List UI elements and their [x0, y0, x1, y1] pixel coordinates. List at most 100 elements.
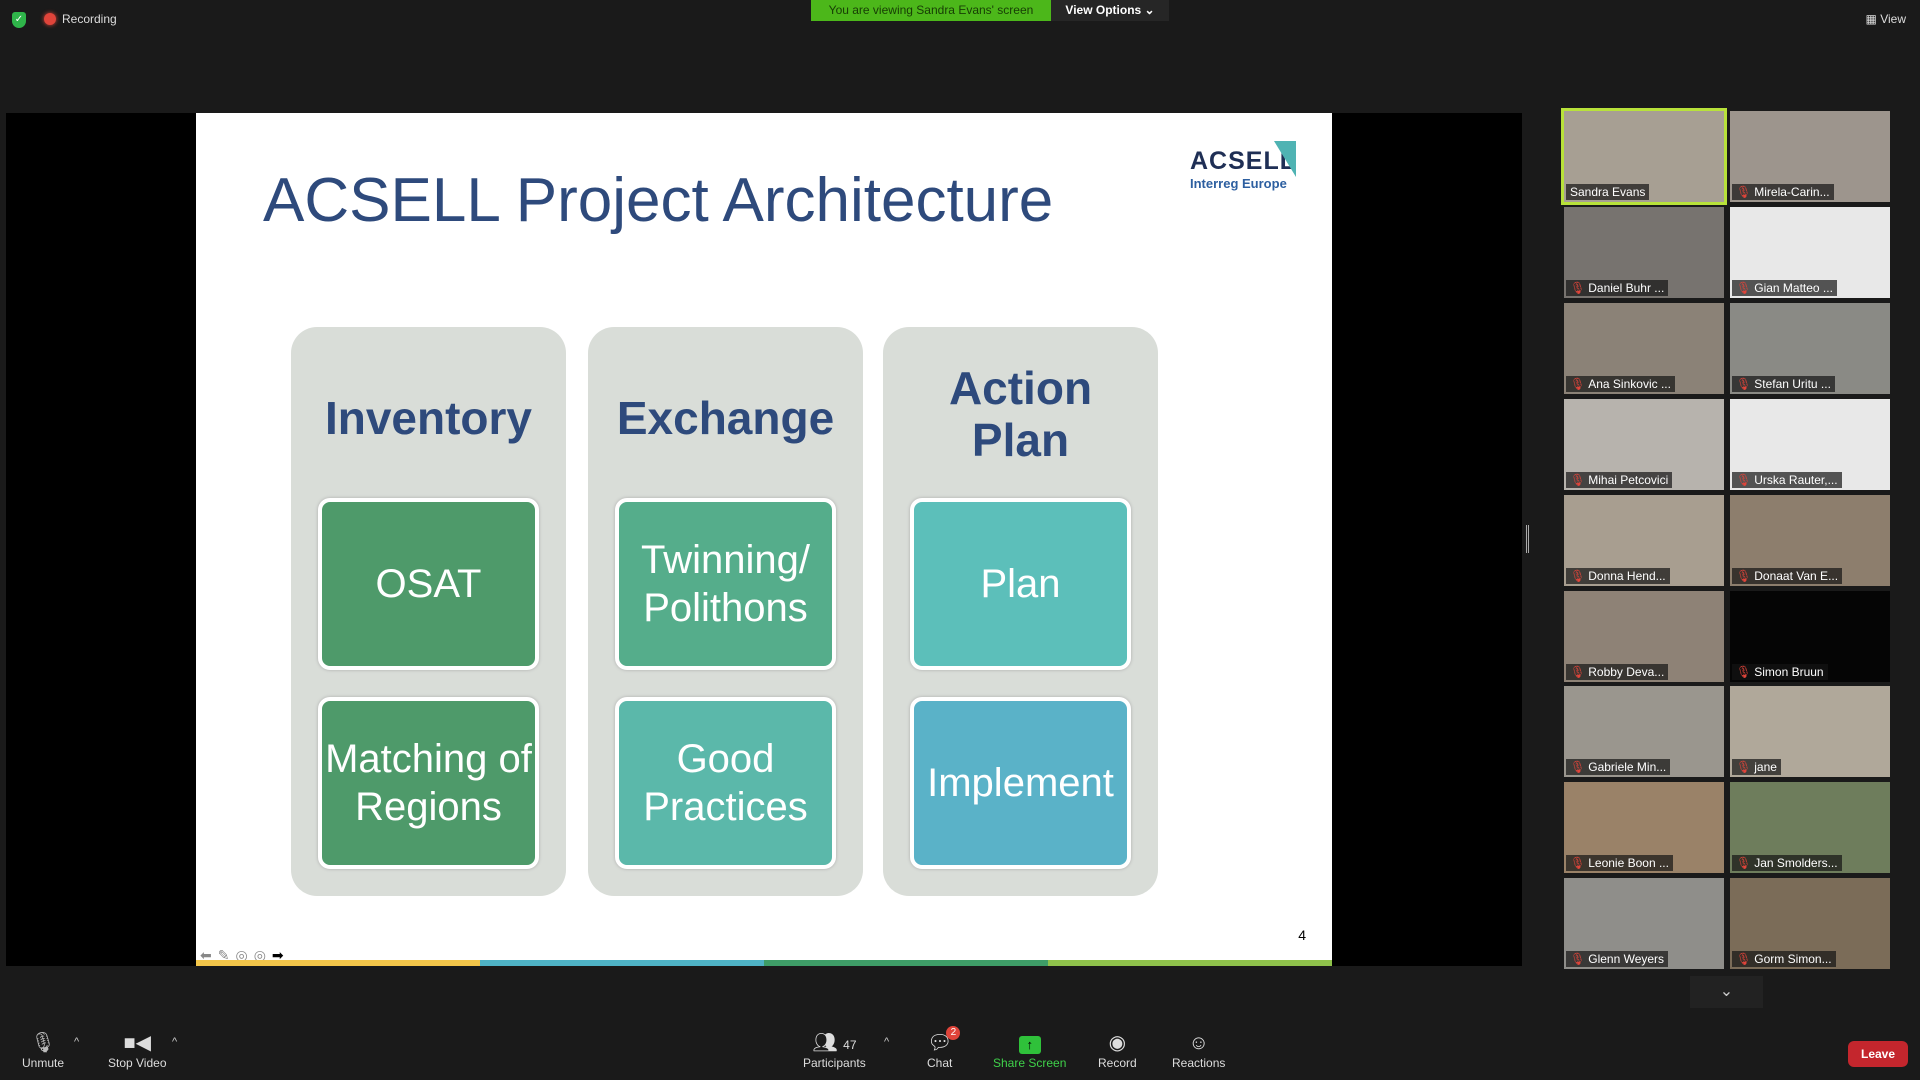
next-arrow-icon[interactable]: ➡ — [271, 947, 284, 963]
pen-icon[interactable]: ✎ — [217, 947, 230, 963]
participant-tile[interactable]: 🎙︎Stefan Uritu ... — [1730, 302, 1890, 394]
participant-tile[interactable]: 🎙︎Mirela-Carin... — [1730, 111, 1890, 202]
participant-name: Gabriele Min... — [1588, 760, 1667, 775]
color-strip — [196, 960, 1332, 966]
participant-tile[interactable]: 🎙︎Glenn Weyers — [1564, 878, 1724, 970]
participant-name-tag: 🎙︎Gorm Simon... — [1732, 951, 1836, 968]
participant-name-tag: 🎙︎Stefan Uritu ... — [1732, 375, 1835, 392]
participant-name-tag: 🎙︎Robby Deva... — [1566, 663, 1669, 680]
participant-name-tag: 🎙︎Gabriele Min... — [1566, 759, 1671, 776]
participant-name-tag: 🎙︎Glenn Weyers — [1566, 951, 1669, 968]
participant-name-tag: 🎙︎Mihai Petcovici — [1566, 471, 1673, 488]
muted-mic-icon: 🎙︎ — [1736, 185, 1752, 199]
muted-mic-icon: 🎙︎ — [1736, 760, 1752, 775]
grid-icon: ▦ — [1865, 12, 1881, 26]
audio-options-caret[interactable]: ^ — [74, 1036, 80, 1048]
video-options-caret[interactable]: ^ — [172, 1036, 178, 1048]
participant-name: Ana Sinkovic ... — [1588, 376, 1671, 391]
muted-mic-icon: 🎙︎ — [1570, 856, 1586, 871]
box-implement: Implement — [910, 697, 1131, 869]
more-icon[interactable]: ◎ — [253, 947, 266, 963]
stop-video-button[interactable]: ■◀Stop Video — [108, 1030, 167, 1070]
participant-name-tag: 🎙︎Daniel Buhr ... — [1566, 279, 1669, 296]
strip-segment — [764, 960, 1048, 966]
participant-tile[interactable]: 🎙︎Jan Smolders... — [1730, 782, 1890, 874]
share-screen-button[interactable]: ↑ Share Screen — [993, 1030, 1066, 1070]
participant-tile[interactable]: 🎙︎Urska Rauter,... — [1730, 398, 1890, 490]
prev-arrow-icon[interactable]: ⬅ — [200, 947, 212, 963]
participant-name: Gorm Simon... — [1754, 952, 1832, 967]
muted-mic-icon: 🎙︎ — [1570, 376, 1586, 391]
record-label: Record — [1098, 1056, 1137, 1070]
box-osat: OSAT — [318, 498, 539, 670]
share-screen-icon: ↑ — [1018, 1036, 1041, 1054]
participant-tile[interactable]: 🎙︎Robby Deva... — [1564, 590, 1724, 682]
viewing-banner: You are viewing Sandra Evans' screen — [811, 0, 1051, 21]
participant-name-tag: 🎙︎Simon Bruun — [1732, 663, 1828, 680]
security-shield-icon[interactable]: ✓ — [12, 12, 26, 28]
slide-controls: ⬅ ✎ ◎ ◎ ➡ — [200, 947, 284, 964]
muted-mic-icon: 🎙︎ — [1570, 760, 1586, 775]
participant-count: 47 — [843, 1038, 857, 1052]
participant-tile[interactable]: 🎙︎jane — [1730, 686, 1890, 778]
participant-name: Jan Smolders... — [1754, 856, 1838, 871]
participant-tile[interactable]: 🎙︎Simon Bruun — [1730, 590, 1890, 682]
muted-mic-icon: 🎙︎ — [1736, 568, 1752, 583]
view-options-button[interactable]: View Options ⌄ — [1051, 0, 1169, 21]
unmute-button[interactable]: 🎙︎Unmute — [22, 1030, 64, 1070]
column-exchange: Exchange Twinning/ Polithons Good Practi… — [588, 327, 863, 896]
participant-tile[interactable]: 🎙︎Ana Sinkovic ... — [1564, 302, 1724, 394]
muted-mic-icon: 🎙︎ — [1570, 664, 1586, 679]
options-icon[interactable]: ◎ — [235, 947, 248, 963]
muted-mic-icon: 🎙︎ — [1736, 856, 1752, 871]
box-twinning: Twinning/ Polithons — [615, 498, 836, 670]
column-heading: Exchange — [616, 392, 835, 444]
participant-name-tag: 🎙︎Donna Hend... — [1566, 567, 1670, 584]
record-icon: ◉ — [1108, 1032, 1127, 1054]
participant-tile[interactable]: 🎙︎Daniel Buhr ... — [1564, 206, 1724, 298]
share-screen-label: Share Screen — [993, 1056, 1067, 1070]
participant-tile[interactable]: 🎙︎Gorm Simon... — [1730, 878, 1890, 970]
participant-tile[interactable]: 🎙︎Donna Hend... — [1564, 494, 1724, 586]
muted-mic-icon: 🎙︎ — [1570, 568, 1586, 583]
participant-tile[interactable]: 🎙︎Gabriele Min... — [1564, 686, 1724, 778]
box-good-practices: Good Practices — [615, 697, 836, 869]
column-heading: Inventory — [324, 392, 533, 444]
participant-name: Robby Deva... — [1588, 664, 1665, 679]
muted-mic-icon: 🎙︎ — [1736, 472, 1752, 487]
participants-icon: 👥︎ — [812, 1032, 838, 1054]
column-inventory: Inventory OSAT Matching of Regions — [291, 327, 566, 896]
column-heading: Action Plan — [948, 362, 1093, 466]
participant-name: Stefan Uritu ... — [1754, 376, 1831, 391]
column-action-plan: Action Plan Plan Implement — [883, 327, 1158, 896]
slide-title: ACSELL Project Architecture — [263, 166, 1054, 235]
leave-button[interactable]: Leave — [1848, 1041, 1908, 1067]
muted-mic-icon: 🎙︎ — [1736, 280, 1752, 295]
participant-tile[interactable]: Sandra Evans — [1561, 108, 1727, 205]
participant-name: Donna Hend... — [1588, 568, 1666, 583]
participant-tile[interactable]: 🎙︎Leonie Boon ... — [1564, 782, 1724, 874]
participant-name-tag: 🎙︎Gian Matteo ... — [1732, 279, 1837, 296]
view-button[interactable]: ▦ View — [1866, 12, 1906, 26]
participant-name: Glenn Weyers — [1588, 952, 1665, 967]
participant-tile[interactable]: 🎙︎Donaat Van E... — [1730, 494, 1890, 586]
recording-indicator[interactable]: Recording — [44, 12, 117, 26]
participant-tile[interactable]: 🎙︎Gian Matteo ... — [1730, 206, 1890, 298]
participant-name-tag: Sandra Evans — [1566, 184, 1650, 200]
record-button[interactable]: ◉ Record — [1098, 1030, 1137, 1070]
participant-name: Mihai Petcovici — [1588, 472, 1669, 487]
participant-name: Urska Rauter,... — [1754, 472, 1838, 487]
reactions-button[interactable]: ☺Reactions — [1172, 1030, 1225, 1070]
strip-segment — [480, 960, 764, 966]
muted-mic-icon: 🎙︎ — [1736, 664, 1752, 679]
recording-dot-icon — [44, 13, 56, 25]
resize-handle[interactable] — [1526, 525, 1529, 553]
participant-name: Leonie Boon ... — [1588, 856, 1669, 871]
participants-options-caret[interactable]: ^ — [884, 1036, 890, 1048]
participant-tile[interactable]: 🎙︎Mihai Petcovici — [1564, 398, 1724, 490]
participant-name: jane — [1754, 760, 1777, 775]
gallery-next-page-button[interactable]: ⌄ — [1690, 976, 1763, 1008]
